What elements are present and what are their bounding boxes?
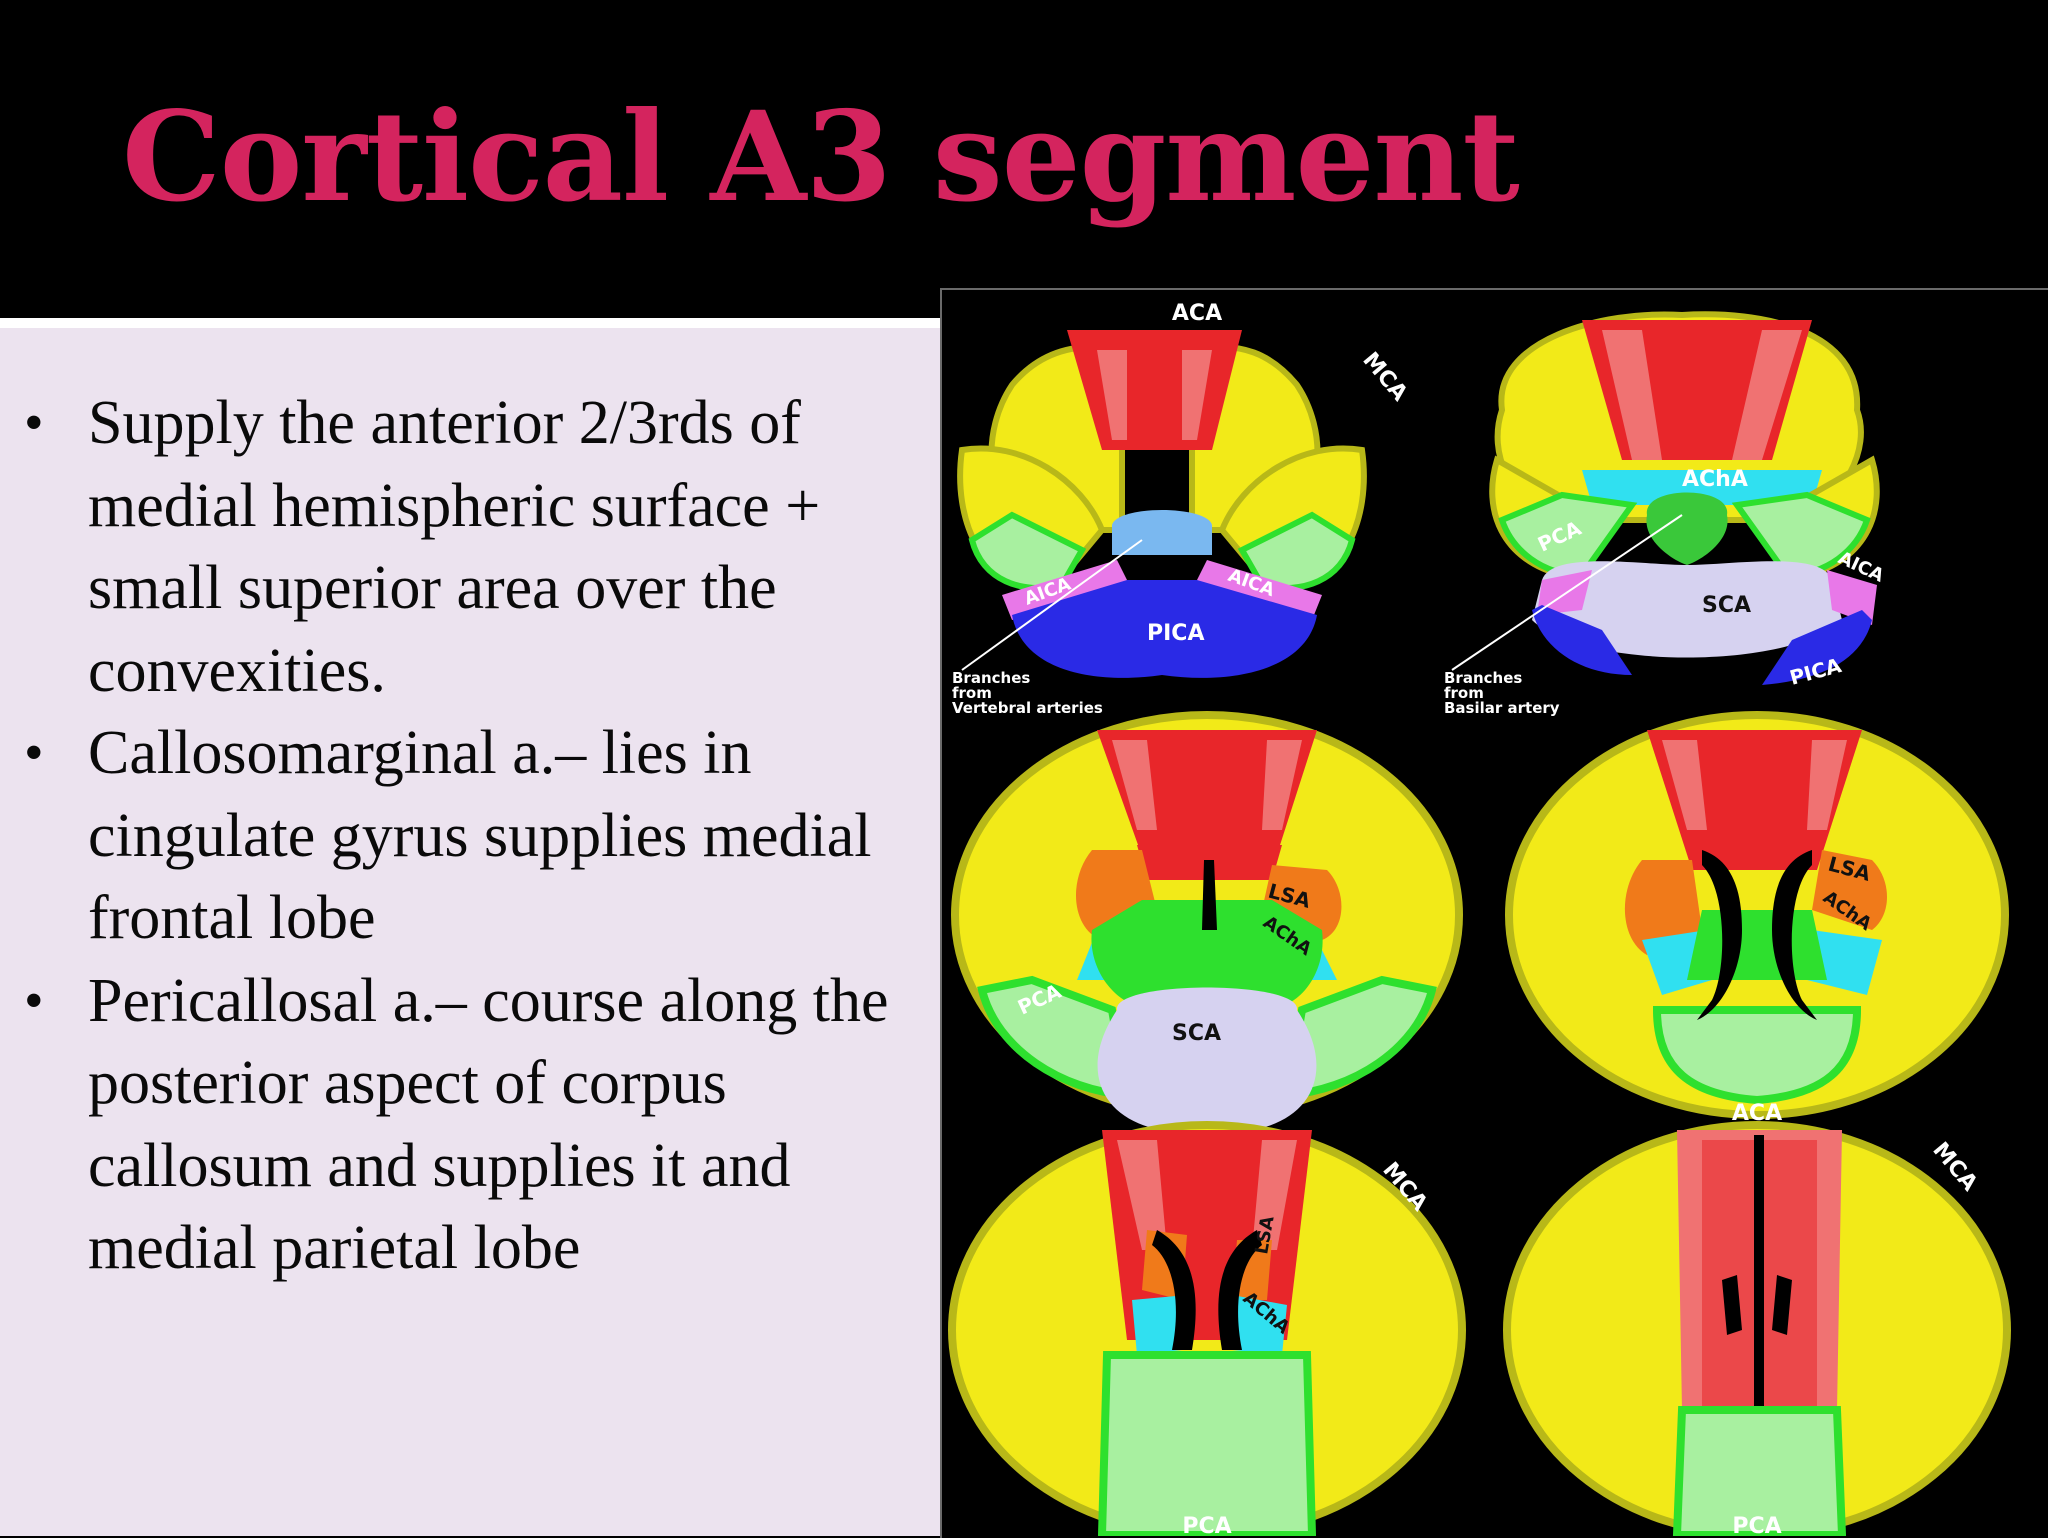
annotation-vertebral-2: from — [952, 684, 992, 702]
midline — [1754, 1135, 1764, 1410]
bullet-text: Pericallosal a.– course along the poster… — [88, 966, 889, 1283]
thalamus-pca — [1687, 910, 1827, 980]
bullet-marker: • — [24, 969, 44, 1032]
label-pca-bottom-right: PCA — [1732, 1514, 1781, 1536]
panel-low-left: MCA LSA AChA — [948, 1121, 1466, 1536]
title-bar — [0, 0, 2048, 318]
annotation-basilar-1: Branches — [1444, 669, 1522, 687]
ventricle — [1152, 1230, 1262, 1350]
ventricle — [1697, 850, 1817, 1020]
acha-territory — [1582, 470, 1822, 505]
pca-territory — [1672, 1406, 1847, 1536]
brainstem — [1646, 492, 1728, 565]
lsa-right — [1812, 850, 1887, 930]
label-acha: AChA — [1682, 467, 1748, 492]
pica-left — [1532, 605, 1632, 675]
panel-low-right: ACA MCA — [1503, 1101, 2011, 1536]
annotation-basilar-2: from — [1444, 684, 1484, 702]
aca-territory — [1647, 730, 1862, 870]
bullet-list: • Supply the anterior 2/3rds of medial h… — [20, 382, 920, 1290]
pca-territory — [1652, 1006, 1862, 1105]
label-pca-bottom-left: PCA — [1182, 1514, 1231, 1536]
label-aca: ACA — [1732, 1101, 1782, 1126]
vascular-territory-figure: ACA MCA AICA AICA PICA Branches from Ver… — [940, 288, 2048, 1538]
label-pica: PICA — [1147, 621, 1204, 646]
pca-left — [1498, 491, 1638, 579]
ventricle — [1722, 1275, 1792, 1335]
content-panel — [0, 328, 942, 1536]
pica-right — [1762, 610, 1872, 685]
aica-right — [1827, 570, 1877, 625]
annotation-vertebral-3: Vertebral arteries — [952, 699, 1103, 717]
brainstem — [1112, 510, 1212, 555]
bullet-marker: • — [24, 722, 44, 784]
panel-basilar: AChA PCA SCA AICA PICA Branches from Bas… — [1444, 311, 1887, 717]
bullet-item: • Pericallosal a.– course along the post… — [20, 960, 920, 1290]
sca-territory — [1532, 561, 1842, 658]
aca-territory — [1097, 730, 1317, 870]
label-aca: ACA — [1172, 301, 1222, 326]
territory-diagram: ACA MCA AICA AICA PICA Branches from Ver… — [948, 301, 2011, 1536]
bullet-item: • Supply the anterior 2/3rds of medial h… — [20, 382, 920, 712]
pica-territory — [1012, 580, 1317, 678]
label-sca: SCA — [1172, 1021, 1221, 1046]
aca-light — [1097, 350, 1212, 440]
panel-mid-right: LSA AChA — [1505, 711, 2009, 1119]
slide-title: Cortical A3 segment — [122, 85, 1520, 230]
title-divider — [0, 318, 942, 328]
bullet-marker: • — [24, 392, 44, 454]
label-sca: SCA — [1702, 593, 1751, 618]
acha-territory — [1132, 1295, 1287, 1355]
aca-light — [1112, 740, 1302, 830]
panel-vertebral: ACA MCA AICA AICA PICA Branches from Ver… — [952, 301, 1412, 717]
annotation-vertebral-1: Branches — [952, 669, 1030, 687]
bullet-text: Callosomarginal a.– lies in cingulate gy… — [88, 719, 872, 952]
panel-mid-left: LSA AChA PCA SCA — [951, 711, 1463, 1138]
bullet-item: • Callosomarginal a.– lies in cingulate … — [20, 712, 920, 960]
aca-light — [1117, 1140, 1297, 1250]
ventricle — [1202, 860, 1217, 930]
pca-right — [1731, 491, 1871, 579]
lsa-left — [1624, 860, 1702, 955]
aica-right — [1192, 560, 1322, 620]
bullet-text: Supply the anterior 2/3rds of medial hem… — [88, 389, 821, 705]
aica-left — [1002, 560, 1132, 620]
aca-light — [1662, 740, 1847, 830]
lsa-right — [1262, 865, 1342, 940]
thalamus-pca — [1091, 900, 1323, 1010]
annotation-basilar-3: Basilar artery — [1444, 699, 1560, 717]
label-mca: MCA — [1357, 348, 1412, 406]
aca-light — [1602, 330, 1802, 460]
sca-territory — [1097, 987, 1317, 1138]
pca-territory — [1097, 1351, 1317, 1536]
